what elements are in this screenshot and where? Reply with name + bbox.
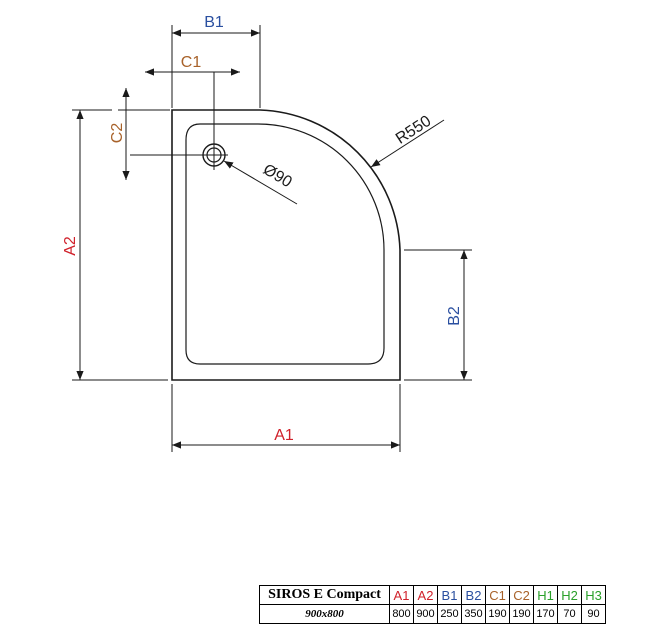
header-h1: H1 — [533, 585, 558, 605]
b2-label: B2 — [446, 306, 463, 326]
b1-label: B1 — [204, 14, 224, 31]
table-header-row: SIROS E Compact A1 A2 B1 B2 C1 C2 H1 H2 … — [259, 585, 606, 605]
a1-label: A1 — [274, 427, 294, 444]
header-h2: H2 — [557, 585, 582, 605]
tray-basin — [185, 123, 385, 365]
diameter-leader — [223, 160, 298, 205]
shower-tray-drawing: B1 C1 C2 A2 B2 A1 R550 Ø90 — [62, 14, 472, 452]
specification-table: SIROS E Compact A1 A2 B1 B2 C1 C2 H1 H2 … — [259, 585, 606, 624]
value-b1: 250 — [437, 604, 462, 624]
value-b2: 350 — [461, 604, 486, 624]
header-a1: A1 — [389, 585, 414, 605]
value-c1: 190 — [485, 604, 510, 624]
model-size: 900x800 — [259, 604, 390, 624]
value-h3: 90 — [581, 604, 606, 624]
model-name: SIROS E Compact — [259, 585, 390, 605]
diameter-label: Ø90 — [260, 161, 295, 191]
c1-label: C1 — [181, 54, 202, 71]
value-h2: 70 — [557, 604, 582, 624]
header-c1: C1 — [485, 585, 510, 605]
value-a1: 800 — [389, 604, 414, 624]
value-a2: 900 — [413, 604, 438, 624]
value-h1: 170 — [533, 604, 558, 624]
header-b1: B1 — [437, 585, 462, 605]
header-c2: C2 — [509, 585, 534, 605]
header-h3: H3 — [581, 585, 606, 605]
c2-label: C2 — [109, 123, 126, 144]
value-c2: 190 — [509, 604, 534, 624]
tray-outline — [171, 109, 401, 381]
a2-label: A2 — [62, 236, 79, 256]
table-value-row: 900x800 800 900 250 350 190 190 170 70 9… — [259, 604, 606, 624]
radius-leader — [370, 119, 445, 168]
radius-label: R550 — [393, 113, 434, 148]
header-a2: A2 — [413, 585, 438, 605]
header-b2: B2 — [461, 585, 486, 605]
